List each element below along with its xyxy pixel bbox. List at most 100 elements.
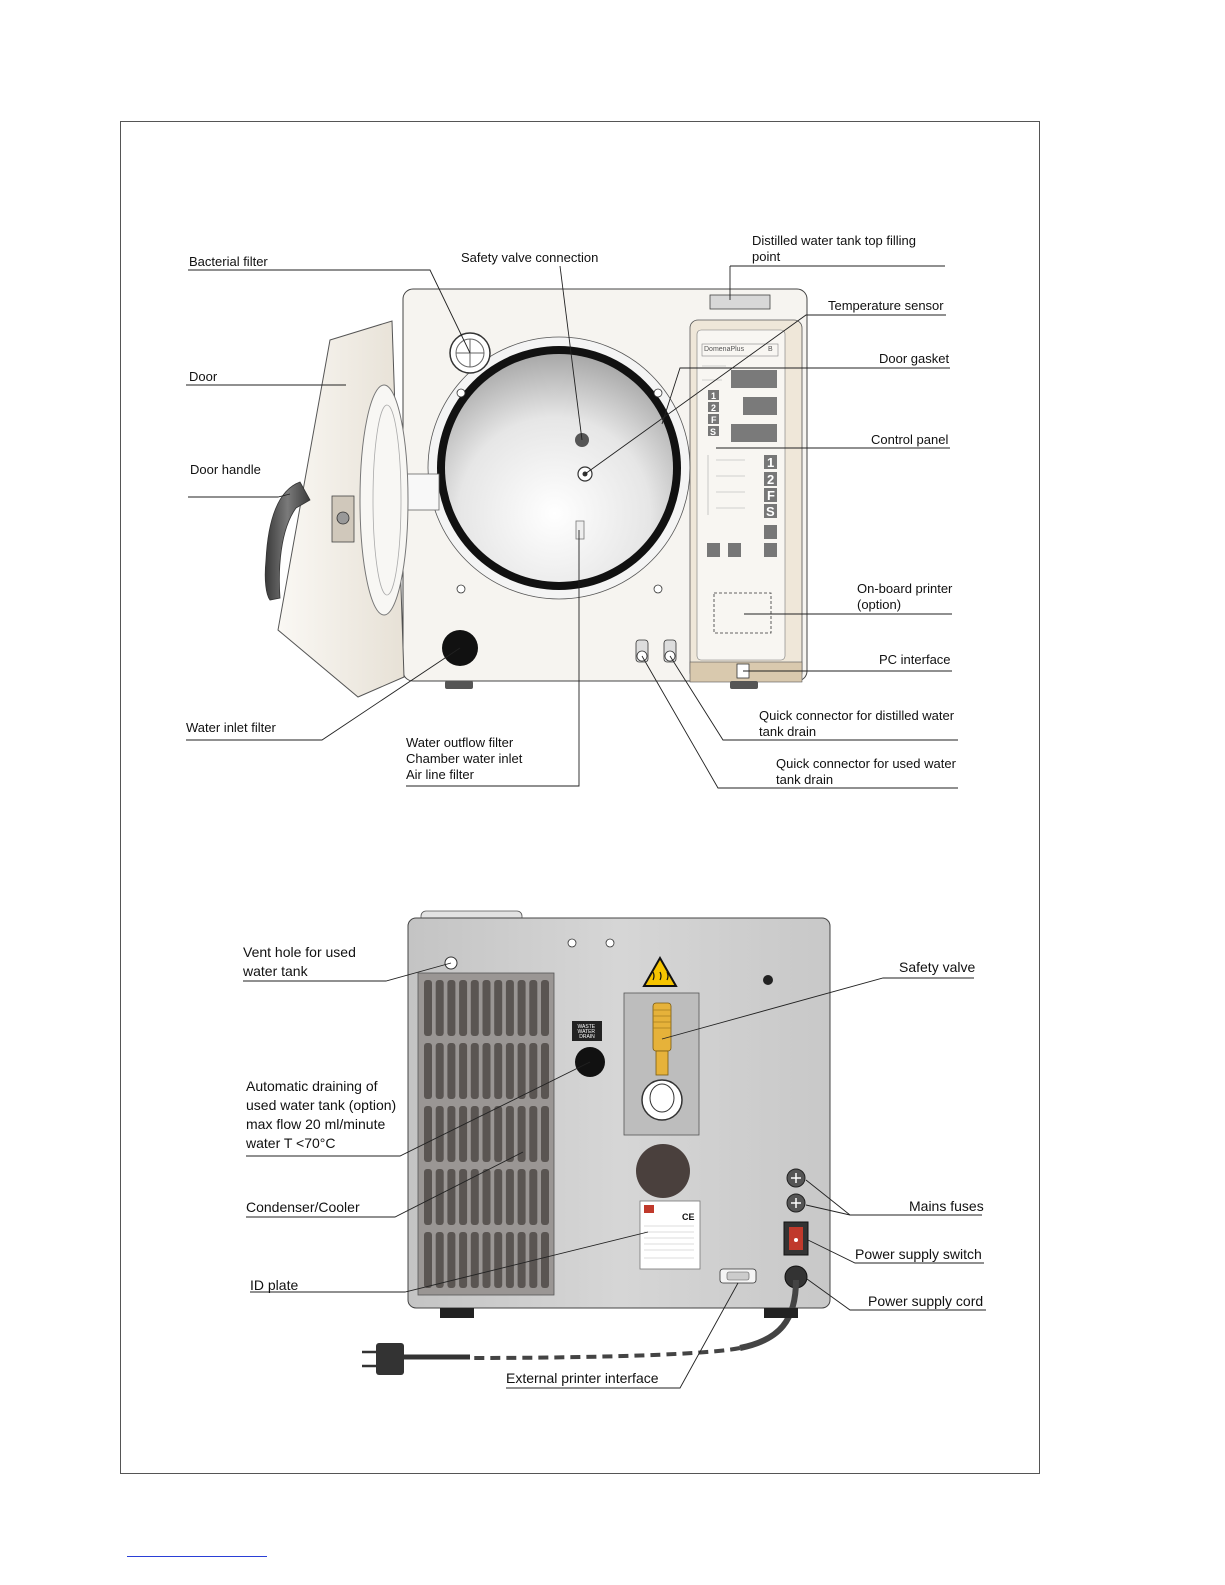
grille-slot (541, 1169, 549, 1225)
footer-link-line (127, 1556, 267, 1557)
grille-slot (505, 980, 514, 1036)
grille-slot (482, 980, 491, 1036)
grille-slot (447, 1043, 456, 1099)
rear-fan-cover (636, 1144, 690, 1198)
label-power-supply-cord: Power supply cord (868, 1293, 984, 1309)
waste-water-drain-text: WASTE WATER DRAIN (578, 1024, 597, 1040)
water-outflow-filter (575, 520, 585, 540)
grille-slot (435, 980, 444, 1036)
label-power-supply-switch: Power supply switch (855, 1246, 982, 1262)
grille-slot (505, 1106, 514, 1162)
label-bacterial-filter: Bacterial filter (189, 254, 268, 269)
grille-slot (482, 1043, 491, 1099)
grille-slot (517, 980, 526, 1036)
grille-slot (529, 1106, 538, 1162)
label-external-printer-interface: External printer interface (506, 1370, 659, 1386)
grille-slot (435, 1043, 444, 1099)
grille-slot (541, 1106, 549, 1162)
panel-keys-left: 1 2 F S (708, 390, 719, 437)
door-window (359, 384, 409, 616)
grille-slot (424, 1169, 432, 1225)
svg-text:1: 1 (711, 391, 716, 401)
panel-model: B (768, 346, 773, 353)
grille-slot (529, 1043, 538, 1099)
label-quick-connector-used: Quick connector for used water tank drai… (776, 756, 956, 787)
label-on-board-printer: On-board printer (option) (857, 581, 953, 612)
grille-slot (470, 1232, 479, 1288)
grille-slot (435, 1169, 444, 1225)
grille-slot (459, 1106, 468, 1162)
label-temperature-sensor: Temperature sensor (828, 298, 944, 313)
grille-slot (424, 1043, 432, 1099)
label-door-handle: Door handle (190, 462, 261, 477)
grille-slot (482, 1106, 491, 1162)
svg-text:S: S (766, 504, 775, 519)
label-pc-interface: PC interface (879, 652, 951, 667)
grille-slot (459, 1169, 468, 1225)
quick-connectors (635, 639, 677, 663)
grille-slot (494, 980, 503, 1036)
page-frame (120, 121, 1040, 1474)
power-supply-cord (739, 1279, 799, 1351)
panel-keys-program: 1 2 F S (707, 455, 777, 557)
filling-point (709, 294, 771, 310)
label-condenser-cooler: Condenser/Cooler (246, 1199, 360, 1215)
svg-text:F: F (767, 488, 775, 503)
grille-slot (424, 1106, 432, 1162)
grille-slot (435, 1106, 444, 1162)
front-leader-lines (186, 265, 958, 789)
svg-text:S: S (710, 427, 716, 437)
power-plug (376, 1343, 404, 1375)
grille-slot (459, 1043, 468, 1099)
rear-leader-lines (243, 962, 986, 1389)
grille-slot (482, 1232, 491, 1288)
grille-slot (435, 1232, 444, 1288)
grille-slot (541, 980, 549, 1036)
grille-slot (470, 1043, 479, 1099)
svg-text:2: 2 (711, 403, 716, 413)
label-door-gasket: Door gasket (879, 351, 950, 366)
grille-slot (494, 1106, 503, 1162)
grille-slot (494, 1043, 503, 1099)
grille-slot (505, 1043, 514, 1099)
rear-view: WASTE WATER DRAIN CE (362, 910, 831, 1375)
svg-text:F: F (711, 415, 717, 425)
label-mains-fuses: Mains fuses (909, 1198, 984, 1214)
door-hinge (404, 473, 440, 511)
svg-text:1: 1 (767, 455, 774, 470)
label-id-plate: ID plate (250, 1277, 299, 1293)
door-handle (264, 481, 311, 601)
grille-slot (424, 1232, 432, 1288)
panel-brand: DomenaPlus (704, 346, 745, 353)
label-door: Door (189, 369, 218, 384)
grille-slot (529, 1169, 538, 1225)
grille-slot (459, 980, 468, 1036)
grille-slot (541, 1232, 549, 1288)
grille-slot (470, 1106, 479, 1162)
label-quick-connector-distilled: Quick connector for distilled water tank… (759, 708, 955, 739)
grille-slot (494, 1232, 503, 1288)
label-control-panel: Control panel (871, 432, 949, 447)
id-plate-ce: CE (682, 1212, 695, 1222)
grille-slot (517, 1043, 526, 1099)
label-water-outflow-filter: Water outflow filter Chamber water inlet… (406, 735, 523, 782)
chamber (445, 354, 673, 582)
grille-slot (541, 1043, 549, 1099)
grille-slot (447, 1106, 456, 1162)
label-vent-hole: Vent hole for used water tank (243, 944, 356, 979)
grille-slot (517, 1106, 526, 1162)
label-water-inlet-filter: Water inlet filter (186, 720, 276, 735)
grille-slot (447, 980, 456, 1036)
svg-text:2: 2 (767, 472, 774, 487)
grille-slot (505, 1169, 514, 1225)
label-safety-valve-connection: Safety valve connection (461, 250, 599, 265)
display-2 (743, 397, 777, 415)
grille-slot (424, 980, 432, 1036)
flange-screws (456, 388, 663, 594)
grille-slot (447, 1232, 456, 1288)
label-automatic-draining: Automatic draining of used water tank (o… (246, 1078, 397, 1151)
waste-water-drain-label (572, 1021, 602, 1041)
grille-slot (517, 1232, 526, 1288)
label-distilled-water-filling-point: Distilled water tank top filling point (752, 233, 917, 264)
